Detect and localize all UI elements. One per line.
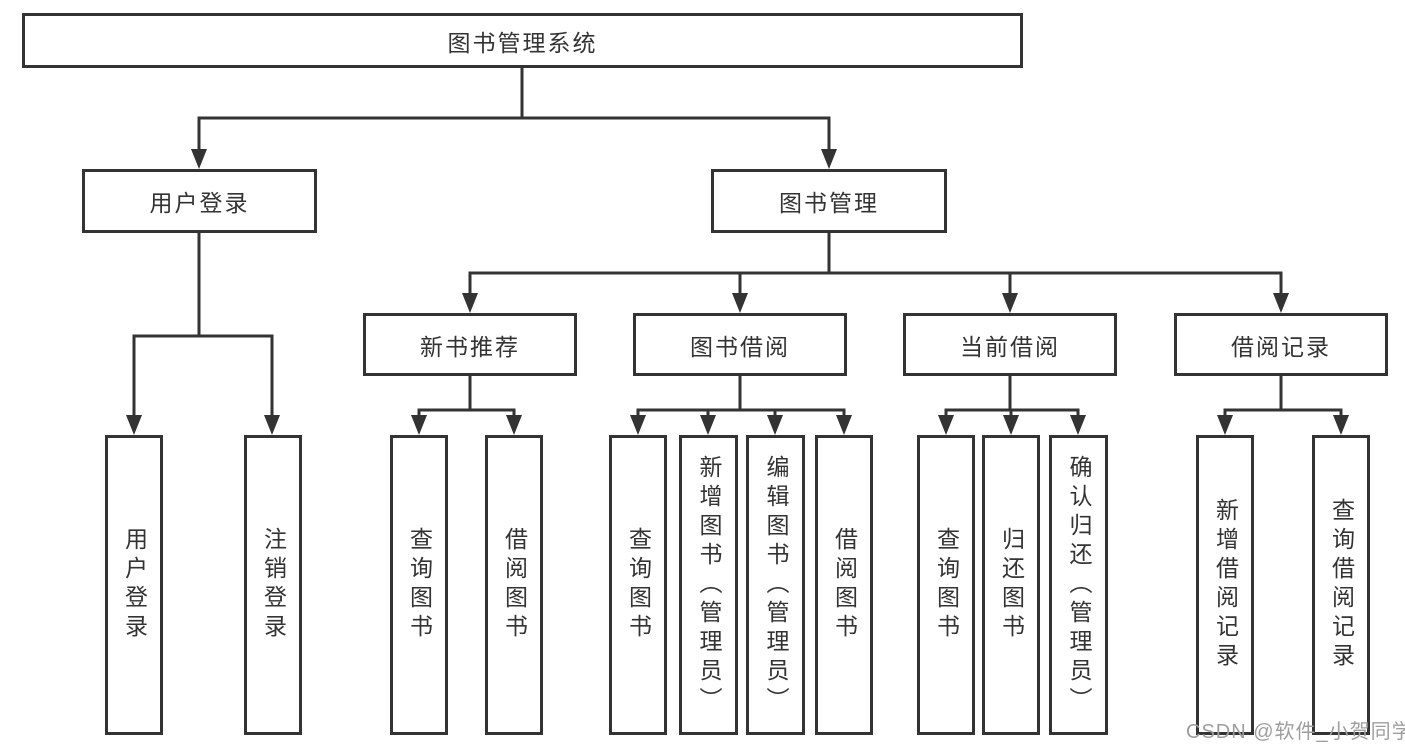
leaf-node-label: 借阅图书	[831, 527, 858, 643]
branch-node-label: 图书管理	[779, 190, 879, 216]
branch-node-label: 用户登录	[149, 190, 250, 216]
leaf-node-borrowing-add-books-admin: 新增图书（管理员）	[679, 435, 738, 735]
module-node-current-borrowing: 当前借阅	[903, 313, 1117, 376]
leaf-node-label: 注销登录	[260, 527, 287, 643]
leaf-node-recommend-borrow-books: 借阅图书	[485, 435, 543, 735]
leaf-node-label: 确认归还（管理员）	[1066, 454, 1092, 716]
csdn-watermark: CSDN @软件_小贺同学	[1186, 721, 1405, 743]
leaf-node-label: 新增借阅记录	[1212, 498, 1239, 672]
leaf-node-current-return-books: 归还图书	[982, 435, 1040, 735]
leaf-node-label: 归还图书	[998, 527, 1025, 643]
root-node-label: 图书管理系统	[447, 29, 598, 56]
module-node-book-borrowing: 图书借阅	[633, 313, 847, 376]
leaf-node-borrowing-query-books: 查询图书	[609, 435, 667, 735]
leaf-node-label: 新增图书（管理员）	[696, 454, 722, 716]
module-node-borrowing-records: 借阅记录	[1174, 313, 1388, 376]
module-node-new-book-recommend: 新书推荐	[363, 313, 577, 376]
module-node-label: 借阅记录	[1231, 333, 1331, 360]
module-node-label: 图书借阅	[690, 333, 790, 360]
leaf-node-label: 查询图书	[406, 527, 433, 643]
module-node-label: 新书推荐	[420, 333, 520, 360]
leaf-node-borrowing-edit-books-admin: 编辑图书（管理员）	[746, 435, 805, 735]
leaf-node-recommend-query-books: 查询图书	[390, 435, 448, 735]
leaf-node-borrowing-borrow-books: 借阅图书	[815, 435, 873, 735]
leaf-node-label: 借阅图书	[501, 527, 528, 643]
branch-node-book-management: 图书管理	[711, 169, 947, 233]
leaf-node-label: 查询图书	[933, 527, 960, 643]
leaf-node-current-query-books: 查询图书	[917, 435, 975, 735]
leaf-node-label: 查询图书	[625, 527, 652, 643]
module-node-label: 当前借阅	[960, 333, 1060, 360]
leaf-node-label: 查询借阅记录	[1328, 498, 1355, 672]
leaf-node-current-confirm-return-admin: 确认归还（管理员）	[1049, 435, 1108, 735]
branch-node-user-login: 用户登录	[82, 169, 317, 233]
leaf-node-records-query-record: 查询借阅记录	[1312, 435, 1370, 735]
root-node: 图书管理系统	[22, 13, 1023, 68]
leaf-node-user-login: 用户登录	[105, 435, 163, 735]
leaf-node-label: 编辑图书（管理员）	[763, 454, 789, 716]
leaf-node-logout: 注销登录	[244, 435, 302, 735]
leaf-node-records-add-record: 新增借阅记录	[1196, 435, 1254, 735]
leaf-node-label: 用户登录	[121, 527, 148, 643]
